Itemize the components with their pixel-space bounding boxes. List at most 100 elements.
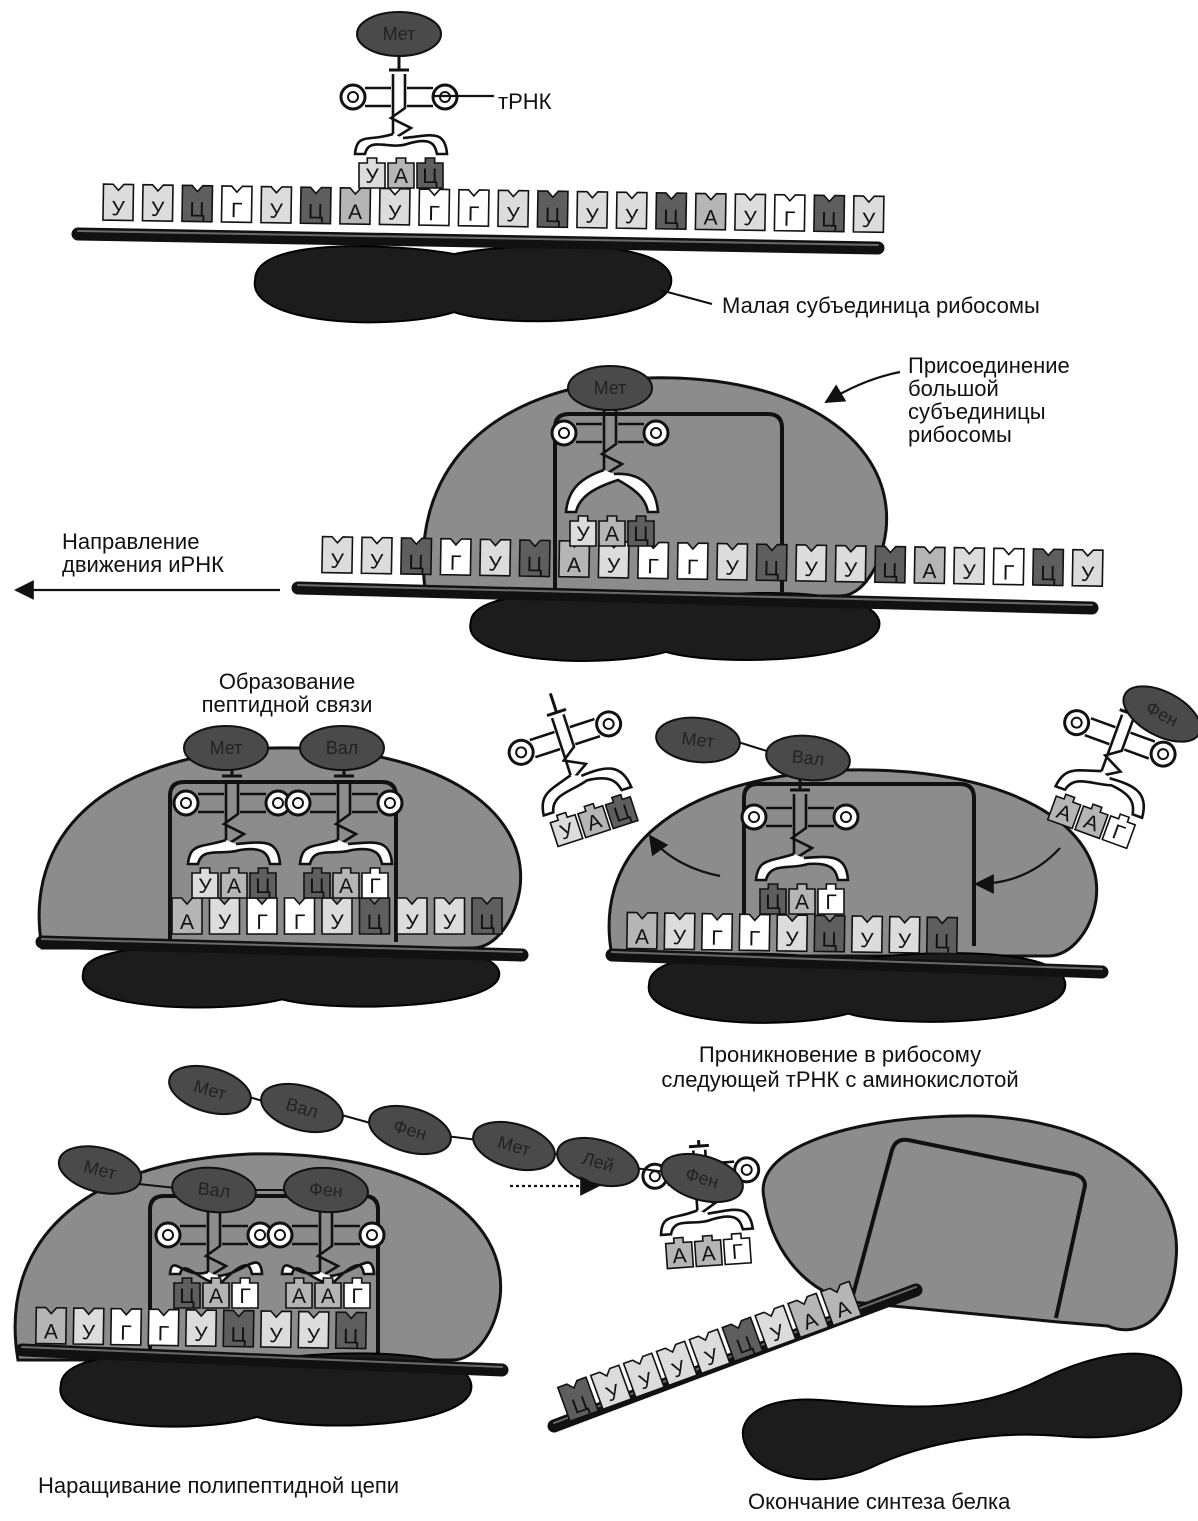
p4-val-label: Вал — [791, 746, 825, 769]
p3-mrna-base-8-text: У — [443, 911, 457, 934]
p1-mrna-base-9-text: Г — [428, 202, 440, 225]
p1-mrna-base-10-text: Г — [468, 203, 480, 226]
p2-trna-anticodon-3-text: Ц — [633, 523, 649, 546]
p6-trna-acceptor — [689, 1145, 709, 1146]
p5-mrna-base-1-text: А — [44, 1321, 58, 1344]
p5-mrna-base-5-text: У — [194, 1323, 208, 1346]
p2-mrna-base-20-text: У — [1081, 563, 1095, 586]
p1-mrna-base-6-text: Ц — [308, 200, 324, 223]
p1-mrna-base-1-text: У — [111, 197, 125, 220]
p2-mrna-base-7-text: А — [567, 554, 581, 577]
p1-met: Мет — [357, 12, 441, 56]
p1-trna-anticodon-arm — [355, 134, 447, 154]
p2-mrna-base-16-text: А — [922, 560, 936, 583]
p1-mrna-base-18-text: Г — [784, 208, 796, 231]
p5-mrna-base-8-text: У — [307, 1325, 321, 1348]
p5-mrna-base-3-text: Г — [120, 1322, 132, 1345]
p2-mrna-base-5-text: У — [488, 552, 502, 575]
p4-mrna-base-7-text: У — [860, 929, 874, 952]
p3-trna-2-loop-inner — [385, 798, 395, 808]
p2-trna-anticodon: УАЦ — [570, 516, 654, 546]
p1-met-label: Мет — [383, 24, 416, 44]
p5-mrna-base-9-text: Ц — [343, 1325, 359, 1348]
p2-mrna-base-12-text: Ц — [764, 557, 780, 580]
p5-trna-2-anticodon-2-text: А — [321, 1285, 335, 1308]
p4-trna-in-anticodon-3-text: Г — [825, 891, 836, 914]
p5-chain-aa-6: Фен — [656, 1145, 749, 1210]
p3-trna-2-loop-inner — [293, 798, 303, 808]
p2-trna-loop-inner — [559, 428, 569, 438]
p1-mrna: УУЦГУЦАУГГУЦУУЦАУГЦУ — [103, 184, 884, 232]
p3-mrna-base-3-text: Г — [256, 911, 267, 934]
p1-mrna-base-14-text: У — [625, 205, 639, 228]
p3-trna-1-loop-inner — [181, 798, 191, 808]
p3-val-label: Вал — [326, 738, 359, 758]
p4-mrna-base-1-text: А — [635, 926, 649, 949]
p5-mrna-base-2-text: У — [82, 1321, 96, 1344]
p3-trna-1-anticodon-1-text: У — [198, 875, 212, 898]
p3-mrna: АУГГУЦУУЦ — [172, 898, 502, 934]
p1-trna-arm — [365, 88, 391, 106]
p5-chain-aa-1: Мет — [164, 1057, 257, 1122]
p5-trna-1-anticodon: ЦАГ — [174, 1278, 258, 1308]
p1-mrna-base-20-text: У — [862, 209, 876, 232]
p3-trna-1-loop-inner — [273, 798, 283, 808]
p4-trna-in-anticodon-2-text: А — [795, 891, 809, 914]
p1-mrna-base-16-text: А — [703, 207, 717, 230]
p3-mrna-base-1-text: А — [180, 911, 194, 934]
p4-mrna-base-5-text: У — [785, 928, 799, 951]
next-trna-label: Проникновение в рибосому следующей тРНК … — [600, 1042, 1080, 1092]
p5-trna-1-anticodon-2-text: А — [209, 1285, 223, 1308]
direction-label: Направление движения иРНК — [62, 530, 224, 576]
p2-mrna-base-8-text: У — [607, 555, 621, 578]
p1-mrna-base-13-text: У — [585, 205, 599, 228]
p3-val: Вал — [300, 726, 384, 770]
p2-mrna-base-4-text: Г — [450, 552, 462, 575]
p2-mrna-base-9-text: Г — [647, 555, 659, 578]
p5-phe-label: Фен — [309, 1179, 344, 1201]
p6-trna-loop-inner — [650, 1171, 661, 1182]
p1-small-subunit — [255, 246, 672, 323]
p1-small-leader — [660, 290, 712, 304]
p6-trna-anticodon-2-text: А — [701, 1242, 717, 1266]
p4-trna-in-loop-inner — [841, 812, 851, 822]
p2-mrna-base-1-text: У — [330, 550, 344, 573]
p3-mrna-base-9-text: Ц — [479, 911, 495, 934]
p1-trna-anticodon-2-text: А — [394, 165, 408, 188]
p2-mrna-base-10-text: Г — [687, 556, 699, 579]
p5-trna-2-anticodon-3-text: Г — [351, 1285, 362, 1308]
p4-mrna-base-4-text: Г — [749, 927, 761, 950]
p4-mrna-base-9-text: Ц — [934, 930, 950, 953]
p4-mrna-base-6-text: Ц — [821, 928, 837, 951]
p4-met: Мет — [654, 714, 742, 767]
p3-met: Мет — [184, 726, 268, 770]
p2-mrna-base-19-text: Ц — [1040, 562, 1056, 585]
p4-trna-out-stem — [550, 693, 556, 712]
p1-mrna-base-8-text: У — [388, 202, 402, 225]
p6-trna-loop-inner — [741, 1164, 752, 1175]
p1-mrna-rod — [78, 234, 878, 248]
p5-chain-aa-2: Вал — [256, 1075, 349, 1140]
p5-trna-2-anticodon: ААГ — [286, 1278, 370, 1308]
p1-trna-anticodon-1-text: У — [365, 165, 379, 188]
p2-mrna-base-3-text: Ц — [408, 551, 424, 574]
p4-trna-out: УАЦ — [495, 676, 651, 853]
p4-mrna-base-2-text: У — [673, 926, 687, 949]
p5-trna-2-loop-inner — [367, 1230, 377, 1240]
elongation-label: Наращивание полипептидной цепи — [38, 1474, 399, 1498]
p1-mrna-base-15-text: Ц — [663, 206, 679, 229]
p4-phe: Фен — [1115, 675, 1198, 753]
p5-trna-2-loop-inner — [275, 1230, 285, 1240]
p3-met-label: Мет — [210, 738, 243, 758]
p2-mrna-base-17-text: У — [962, 561, 976, 584]
p4-trna-in-anticodon-1-text: Ц — [765, 891, 781, 914]
p3-trna-1-anticodon-2-text: А — [227, 875, 241, 898]
p5-trna-1-loop-inner — [255, 1230, 265, 1240]
p4-mrna-base-8-text: У — [898, 930, 912, 953]
p3-mrna-base-2-text: У — [218, 911, 232, 934]
p2-trna-anticodon-2-text: А — [605, 523, 619, 546]
